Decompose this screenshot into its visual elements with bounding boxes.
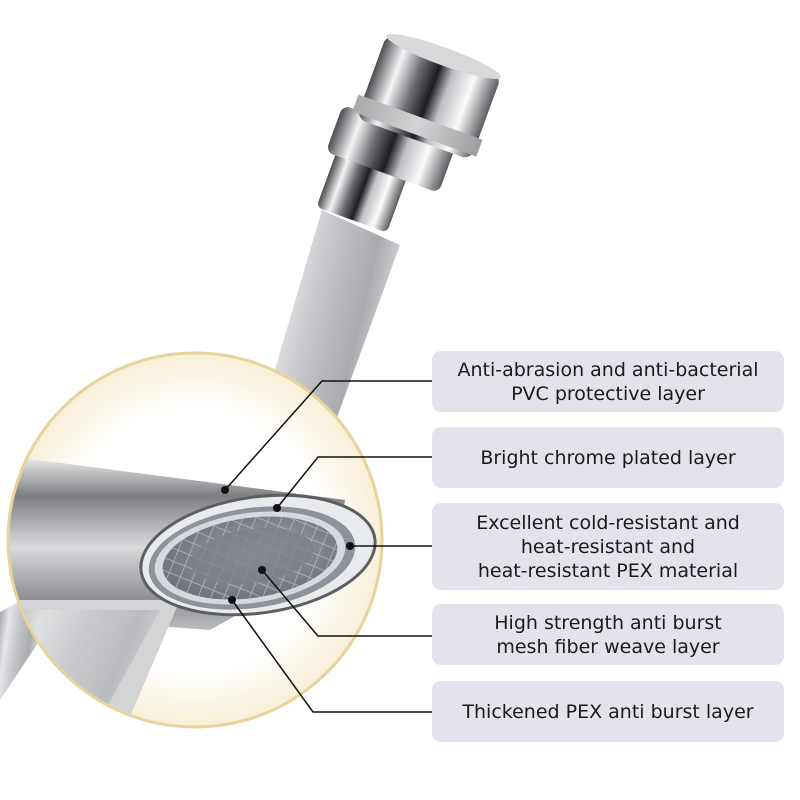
- label-line: heat-resistant PEX material: [477, 559, 739, 582]
- label-mesh-fiber-layer: High strength anti burst mesh fiber weav…: [432, 604, 784, 665]
- leader-dot-pex-material: [346, 542, 354, 550]
- leader-dot-mesh: [258, 566, 266, 574]
- label-line: Excellent cold-resistant and: [476, 511, 740, 534]
- label-pvc-protective-layer: Anti-abrasion and anti-bacterial PVC pro…: [432, 351, 784, 412]
- leader-dots: [221, 486, 354, 604]
- leader-line-pvc: [224, 380, 432, 491]
- leader-dot-chrome: [273, 504, 281, 512]
- label-line: Anti-abrasion and anti-bacterial: [457, 358, 759, 381]
- leader-line-thickened-pex: [231, 599, 432, 713]
- leader-line-mesh: [261, 569, 432, 637]
- label-line: Thickened PEX anti burst layer: [462, 700, 754, 723]
- label-line: PVC protective layer: [511, 382, 705, 405]
- label-thickened-pex-layer: Thickened PEX anti burst layer: [432, 681, 784, 742]
- leader-dot-pvc: [221, 486, 229, 494]
- leader-lines: [224, 380, 432, 713]
- leader-line-chrome: [276, 456, 432, 509]
- leader-dot-thickened-pex: [228, 596, 236, 604]
- label-pex-material: Excellent cold-resistant and heat-resist…: [432, 503, 784, 590]
- label-line: High strength anti burst: [494, 611, 722, 634]
- label-chrome-plated-layer: Bright chrome plated layer: [432, 427, 784, 488]
- magnifier-circle: [6, 351, 384, 729]
- label-line: heat-resistant and: [520, 535, 696, 558]
- label-line: Bright chrome plated layer: [480, 446, 736, 469]
- label-line: mesh fiber weave layer: [496, 635, 720, 658]
- chrome-connector-nut: [318, 33, 502, 232]
